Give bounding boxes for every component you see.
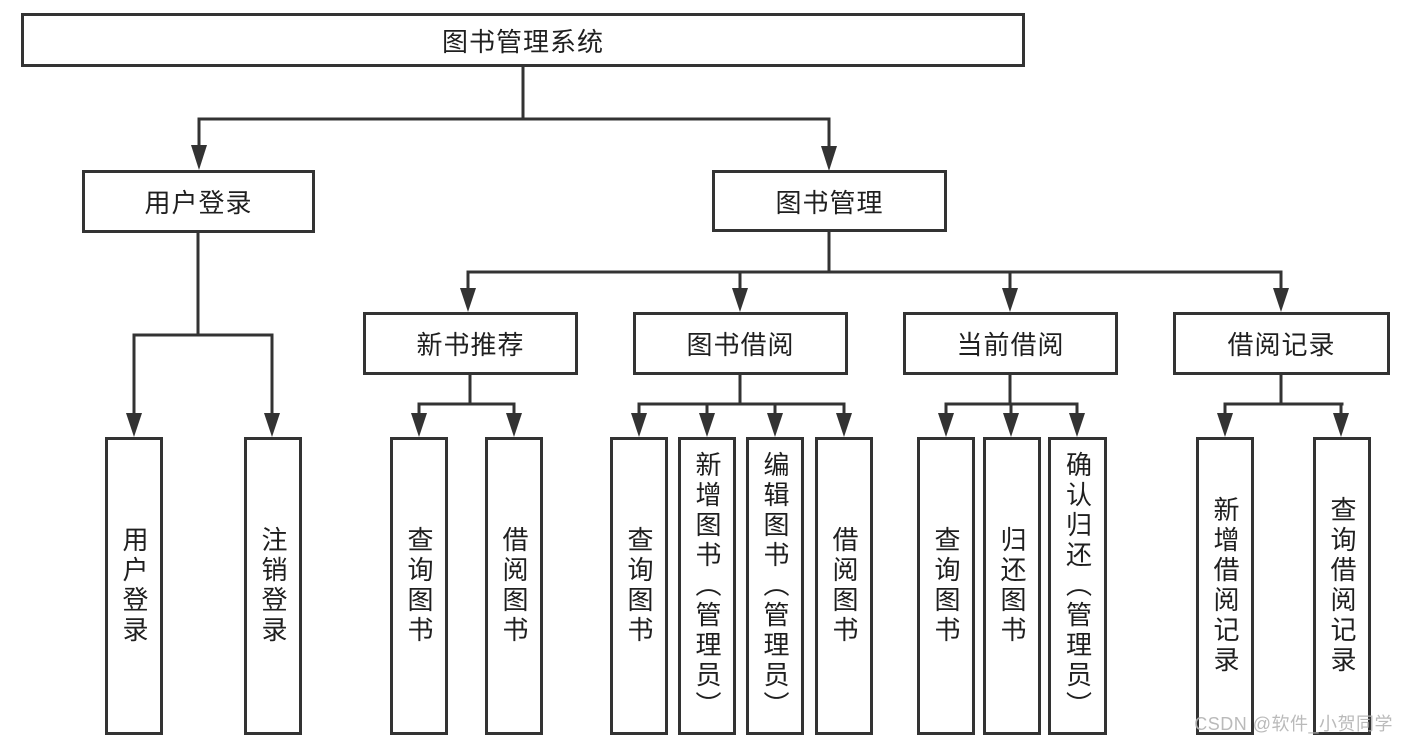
connector-segments bbox=[132, 67, 1344, 414]
node-new-book-recommend: 新书推荐 bbox=[363, 312, 578, 375]
arrowhead-icons bbox=[126, 145, 1349, 437]
node-current-borrow: 当前借阅 bbox=[903, 312, 1118, 375]
leaf-query-borrow-record: 查询借阅记录 bbox=[1313, 437, 1371, 735]
leaf-borrow-books: 借阅图书 bbox=[815, 437, 873, 735]
leaf-edit-books-admin: 编辑图书（管理员） bbox=[746, 437, 804, 735]
leaf-user-login: 用户登录 bbox=[105, 437, 163, 735]
node-user-login: 用户登录 bbox=[82, 170, 315, 233]
node-root-library-management-system: 图书管理系统 bbox=[21, 13, 1025, 67]
leaf-return-books: 归还图书 bbox=[983, 437, 1041, 735]
csdn-watermark: CSDN @软件_小贺同学 bbox=[1194, 714, 1393, 734]
leaf-add-borrow-record: 新增借阅记录 bbox=[1196, 437, 1254, 735]
node-borrow-records: 借阅记录 bbox=[1173, 312, 1390, 375]
leaf-borrow-query-books: 查询图书 bbox=[610, 437, 668, 735]
leaf-current-query-books: 查询图书 bbox=[917, 437, 975, 735]
leaf-add-books-admin: 新增图书（管理员） bbox=[678, 437, 736, 735]
leaf-recommend-borrow-books: 借阅图书 bbox=[485, 437, 543, 735]
leaf-recommend-query-books: 查询图书 bbox=[390, 437, 448, 735]
node-book-management: 图书管理 bbox=[712, 170, 947, 232]
leaf-confirm-return-admin: 确认归还（管理员） bbox=[1048, 437, 1107, 735]
leaf-logout: 注销登录 bbox=[244, 437, 302, 735]
node-book-borrow: 图书借阅 bbox=[633, 312, 848, 375]
